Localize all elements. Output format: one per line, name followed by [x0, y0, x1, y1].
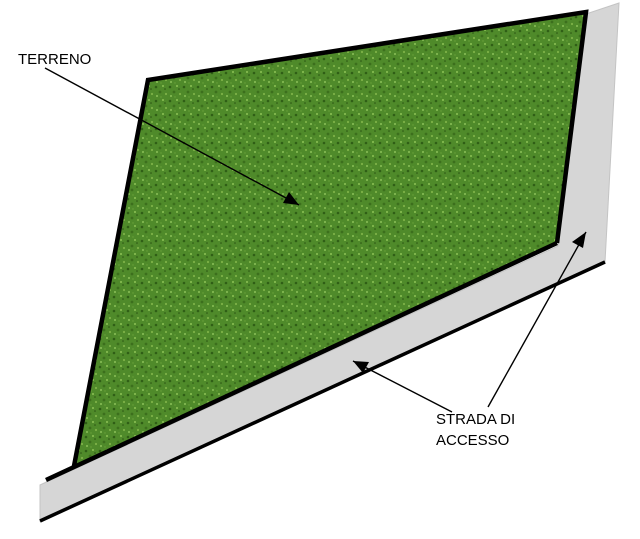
land-parcel	[74, 12, 586, 466]
label-terreno: TERRENO	[18, 51, 91, 68]
terreno-arrowhead	[283, 192, 299, 205]
parcel-bottom-edge	[45, 240, 558, 483]
road-leader-lower	[352, 360, 453, 413]
road-arrowhead-lower	[353, 361, 369, 373]
label-strada-line1: STRADA DI	[436, 411, 515, 428]
parcel-outline	[71, 9, 589, 467]
label-strada-line2: ACCESSO	[436, 432, 509, 449]
road-leader-upper	[487, 231, 587, 408]
road-arrowhead-upper	[572, 232, 586, 248]
terreno-leader	[44, 67, 300, 206]
road-outer-edge	[39, 260, 606, 523]
